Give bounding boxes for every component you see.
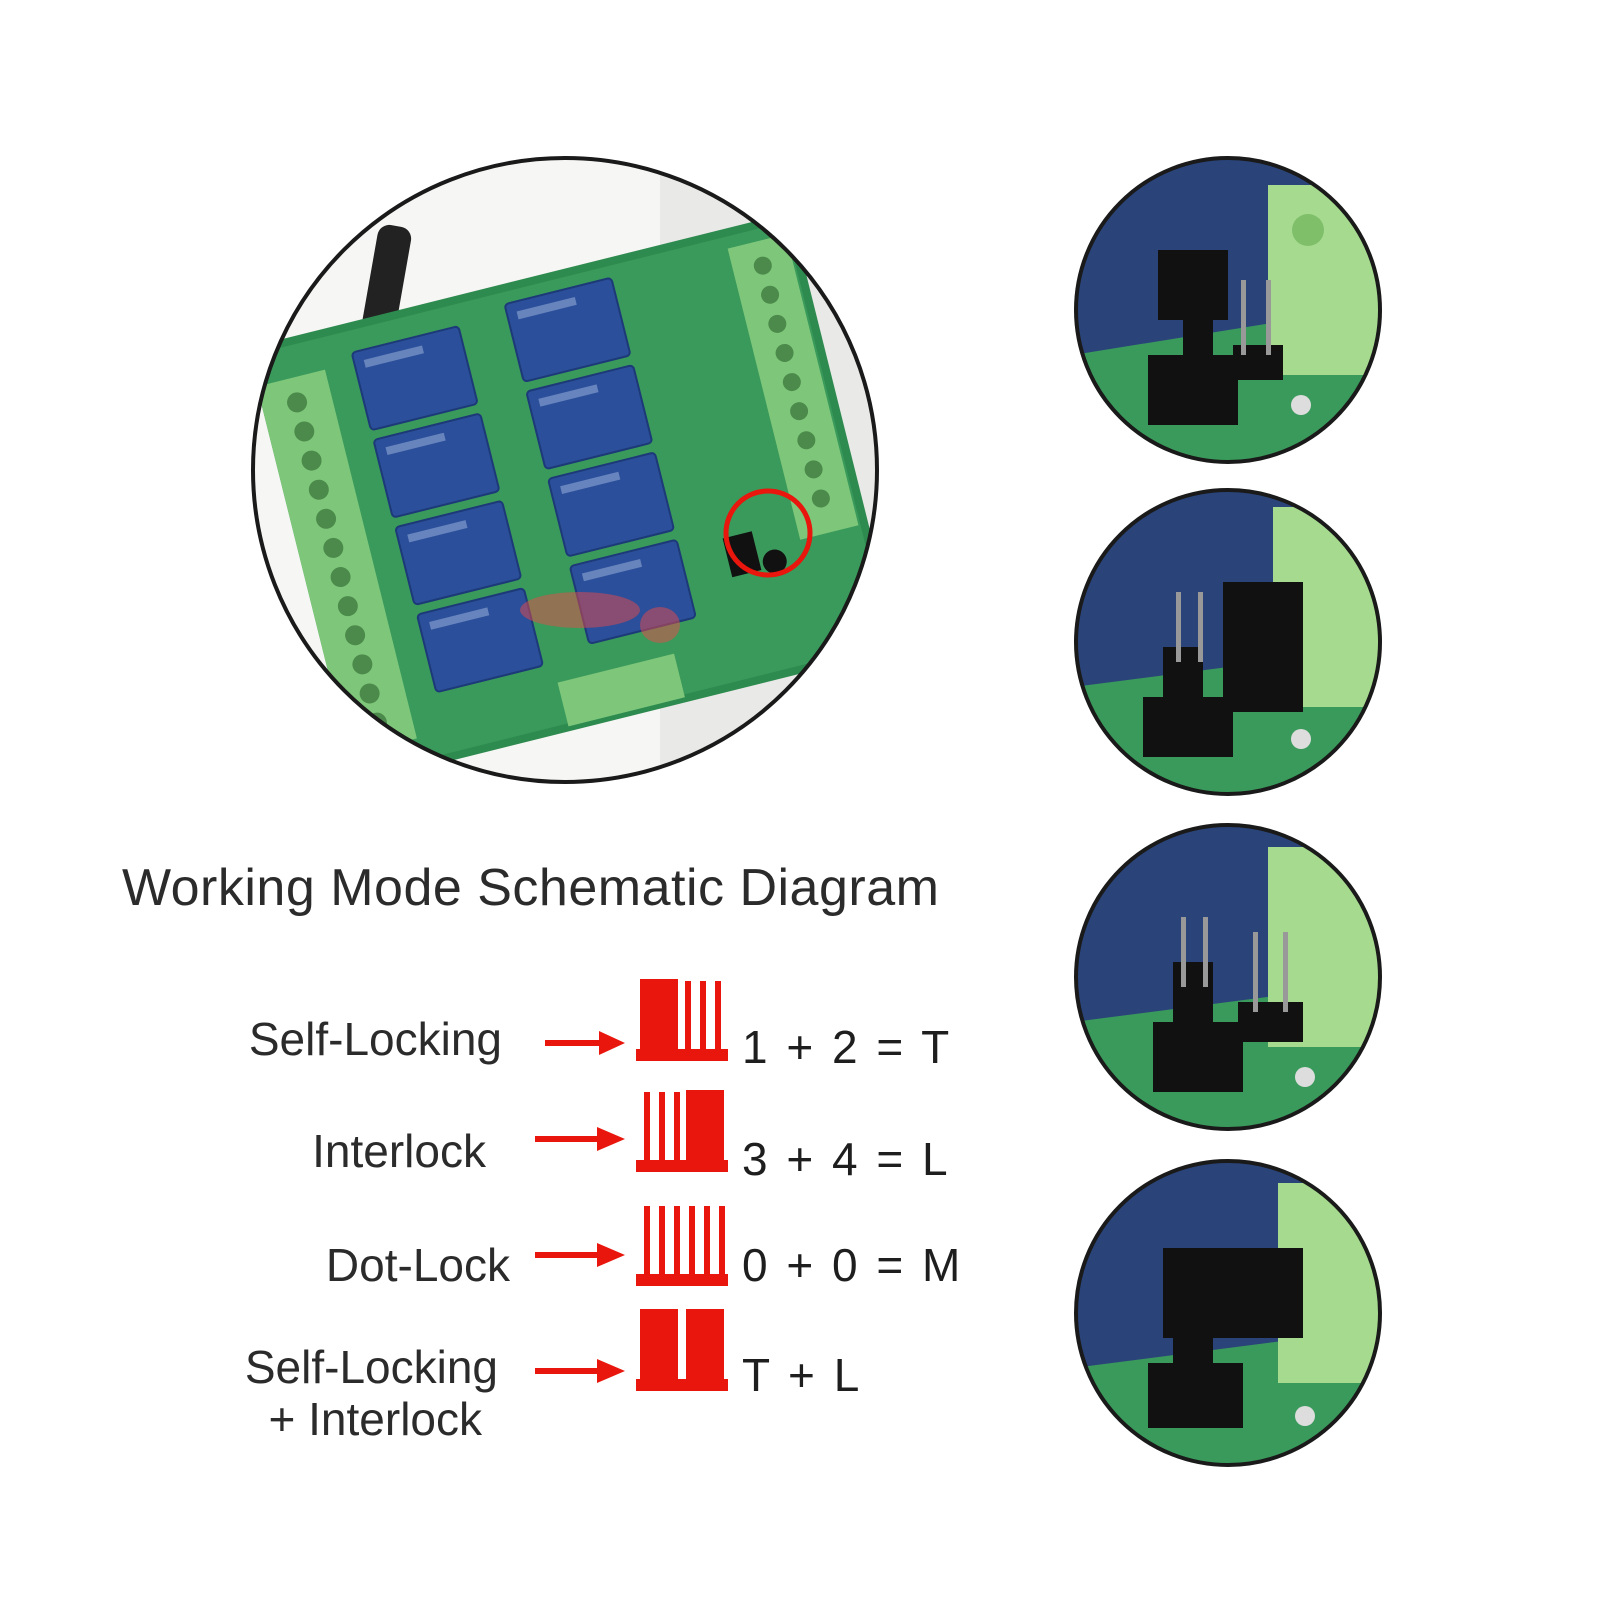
mode-label-interlock: Interlock <box>312 1125 486 1177</box>
mode-label-self-locking-interlock-line2: + Interlock <box>268 1393 483 1445</box>
relay-board-photo <box>251 156 879 784</box>
jumper-pins-icon-1-2 <box>636 979 728 1061</box>
jumper-pins-icon-3-4 <box>636 1090 728 1172</box>
closeup-photo-self-locking-interlock <box>1074 1159 1382 1467</box>
closeup-photo-dot-lock <box>1074 823 1382 1131</box>
right-arrow-icon <box>535 1359 625 1383</box>
formula-self-locking-interlock: T + L <box>742 1349 863 1401</box>
right-arrow-icon <box>535 1243 625 1267</box>
formula-dot-lock: 0 + 0 = M <box>742 1239 964 1291</box>
diagram-title: Working Mode Schematic Diagram <box>122 859 940 917</box>
formula-interlock: 3 + 4 = L <box>742 1133 951 1185</box>
right-arrow-icon <box>545 1031 625 1055</box>
mode-label-self-locking-interlock-line1: Self-Locking <box>244 1341 498 1393</box>
mode-label-dot-lock: Dot-Lock <box>325 1239 510 1291</box>
jumper-pins-icon-none <box>636 1206 728 1286</box>
mode-label-self-locking: Self-Locking <box>248 1013 502 1065</box>
closeup-photo-self-locking <box>1074 156 1382 464</box>
jumper-pins-icon-both <box>636 1309 728 1391</box>
closeup-photo-interlock <box>1074 488 1382 796</box>
formula-self-locking: 1 + 2 = T <box>742 1021 953 1073</box>
right-arrow-icon <box>535 1127 625 1151</box>
